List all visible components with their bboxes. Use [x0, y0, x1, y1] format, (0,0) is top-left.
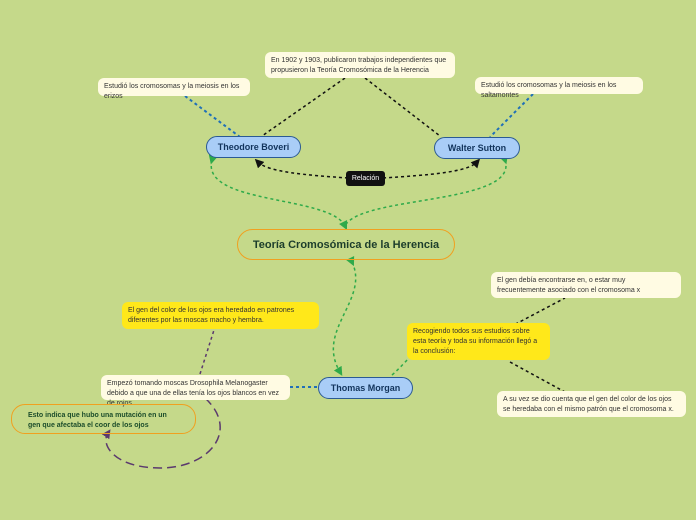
- note-inherited: El gen del color de los ojos era heredad…: [122, 302, 319, 329]
- note-publication: En 1902 y 1903, publicaron trabajos inde…: [265, 52, 455, 78]
- relation-label[interactable]: Relación: [346, 171, 385, 186]
- link-sutton-study: [489, 93, 534, 138]
- link-drosophila-mutation: [101, 397, 221, 469]
- link-boveri-study: [184, 95, 241, 138]
- link-morgan-collecting: [391, 356, 411, 376]
- note-gene-same: A su vez se dio cuenta que el gen del co…: [497, 391, 686, 417]
- link-central-morgan: [332, 256, 357, 376]
- link-publication-sutton: [364, 77, 441, 137]
- note-boveri-study: Estudió los cromosomas y la meiosis en l…: [98, 78, 250, 100]
- note-sutton-study: Estudió los cromosomas y la meiosis en l…: [475, 77, 643, 99]
- note-drosophila: Empezó tomando moscas Drosophila Melanog…: [101, 375, 290, 407]
- link-publication-boveri: [261, 77, 346, 137]
- person-sutton[interactable]: Walter Sutton: [434, 137, 520, 159]
- link-sutton-central: [344, 154, 508, 227]
- central-topic[interactable]: Teoría Cromosómica de la Herencia: [237, 229, 455, 260]
- person-morgan[interactable]: Thomas Morgan: [318, 377, 413, 399]
- note-collecting: Recogiendo todos sus estudios sobre esta…: [407, 323, 550, 360]
- link-collecting-gene-same: [509, 361, 566, 393]
- person-boveri[interactable]: Theodore Boveri: [206, 136, 301, 158]
- note-gene-x: El gen debía encontrarse en, o estar muy…: [491, 272, 681, 298]
- mutation-conclusion[interactable]: Esto indica que hubo una mutación en un …: [11, 404, 196, 434]
- link-relation-boveri: [254, 158, 349, 179]
- link-drosophila-inherited: [199, 329, 215, 375]
- link-relation-sutton: [382, 158, 481, 179]
- link-collecting-gene-x: [509, 297, 566, 328]
- link-boveri-central: [208, 154, 348, 231]
